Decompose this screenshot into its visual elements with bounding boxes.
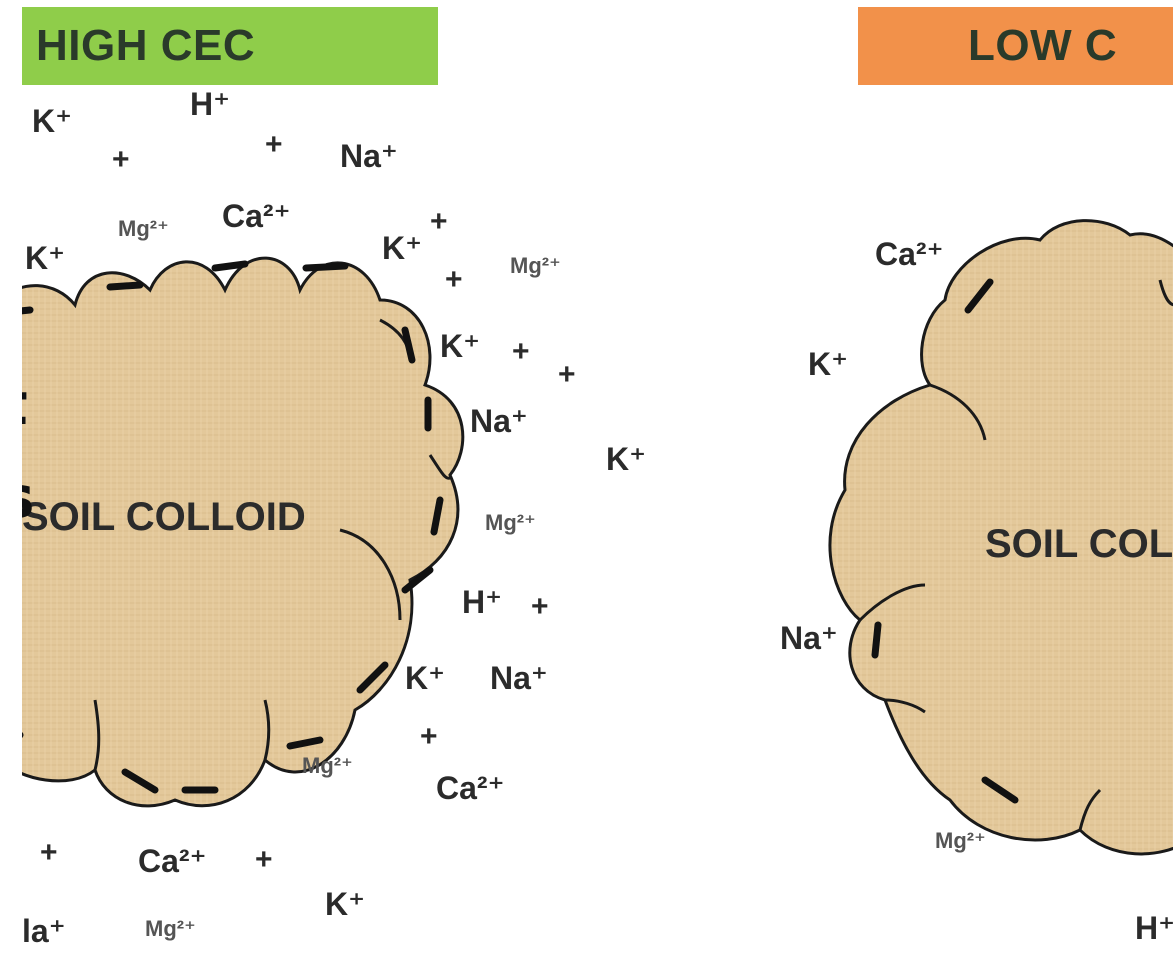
ion-label: Mg²⁺ <box>510 255 561 277</box>
plus-sign: + <box>112 145 130 175</box>
high-cec-banner: HIGH CEC <box>22 7 438 85</box>
plus-sign: + <box>265 130 283 160</box>
ion-label: Ca²⁺ <box>222 200 290 232</box>
ion-label: Ca²⁺ <box>138 845 206 877</box>
ion-label: H⁺ <box>462 586 502 618</box>
plus-sign: + <box>40 838 58 868</box>
low-colloid-label: SOIL COLL <box>985 522 1173 567</box>
low-cec-title: LOW C <box>968 21 1117 71</box>
ion-label: Na⁺ <box>780 622 838 654</box>
ion-label: Mg²⁺ <box>145 918 196 940</box>
ion-label: K⁺ <box>440 330 480 362</box>
ion-label: H⁺ <box>1135 912 1173 944</box>
plus-sign: + <box>420 722 438 752</box>
left-edge-strip <box>0 0 22 954</box>
ion-label: Mg²⁺ <box>302 755 353 777</box>
ion-label: la⁺ <box>22 915 66 947</box>
ion-label: Mg²⁺ <box>485 512 536 534</box>
plus-sign: + <box>512 337 530 367</box>
ion-label: Na⁺ <box>340 140 398 172</box>
plus-sign: + <box>531 592 549 622</box>
ion-label: K⁺ <box>25 242 65 274</box>
plus-sign: + <box>558 360 576 390</box>
plus-sign: + <box>255 845 273 875</box>
ion-label: H⁺ <box>190 88 230 120</box>
ion-label: Ca²⁺ <box>875 238 943 270</box>
ion-label: Na⁺ <box>470 405 528 437</box>
ion-label: Na⁺ <box>490 662 548 694</box>
ion-label: K⁺ <box>325 888 365 920</box>
ion-label: Mg²⁺ <box>118 218 169 240</box>
plus-sign: + <box>445 265 463 295</box>
high-cec-title: HIGH CEC <box>36 21 255 71</box>
plus-sign: + <box>430 207 448 237</box>
ion-label: K⁺ <box>808 348 848 380</box>
ion-label: K⁺ <box>405 662 445 694</box>
ion-label: Ca²⁺ <box>436 772 504 804</box>
ion-label: Mg²⁺ <box>935 830 986 852</box>
ion-label: K⁺ <box>606 443 646 475</box>
low-cec-banner: LOW C <box>858 7 1173 85</box>
ion-label: K⁺ <box>382 232 422 264</box>
high-colloid-label: SOIL COLLOID <box>22 495 306 540</box>
ion-label: K⁺ <box>32 105 72 137</box>
